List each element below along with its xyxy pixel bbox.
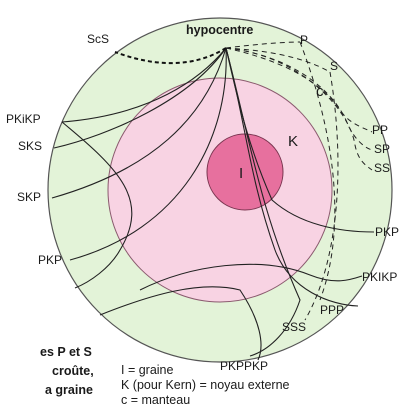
ray-label-sss: SSS: [282, 320, 306, 334]
ray-label-p: P: [300, 33, 308, 47]
caption-line-1: es P et S: [40, 345, 92, 359]
ray-label-skp: SKP: [17, 190, 41, 204]
zone-label-inner-core: I: [239, 165, 243, 182]
ray-label-pkp-left: PKP: [38, 253, 62, 267]
ray-label-pkikp-left: PKiKP: [6, 112, 41, 126]
zone-label-outer-core: K: [288, 133, 298, 150]
ray-label-scs: ScS: [87, 32, 109, 46]
ray-label-pkp-right: PKP: [375, 225, 399, 239]
ray-label-pkikp-right: PKIKP: [362, 270, 397, 284]
ray-label-sks: SKS: [18, 139, 42, 153]
ray-label-ss: SS: [374, 161, 390, 175]
legend-item-graine: I = graine: [121, 363, 174, 377]
caption-fragment: es P et S croûte, a graine: [40, 345, 94, 397]
ray-label-pkppkp: PKPPKP: [220, 359, 268, 373]
ray-label-ppp: PPP: [320, 303, 344, 317]
caption-line-2: croûte,: [52, 364, 94, 378]
ray-label-pp: PP: [372, 123, 388, 137]
legend-item-noyau: K (pour Kern) = noyau externe: [121, 378, 290, 392]
zone-label-mantle: c: [316, 83, 324, 100]
legend-item-manteau: c = manteau: [121, 393, 190, 407]
ray-label-s: S: [330, 59, 338, 73]
hypocentre-label: hypocentre: [186, 23, 253, 37]
caption-line-3: a graine: [45, 383, 93, 397]
ray-label-sp: SP: [374, 142, 390, 156]
